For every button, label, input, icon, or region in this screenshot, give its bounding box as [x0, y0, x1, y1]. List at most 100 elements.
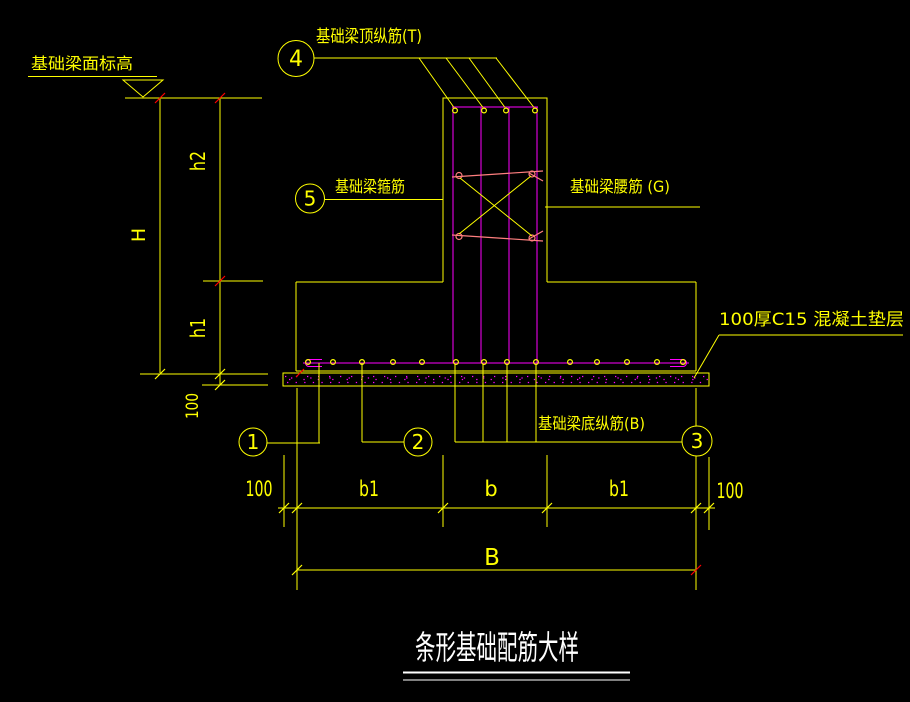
bubble-2 — [403, 427, 433, 457]
drawing-title-block: 条形基础配筋大样 — [403, 628, 630, 681]
drawing-title: 条形基础配筋大样 — [415, 628, 579, 667]
stirrup-label: 基础梁箍筋 — [335, 177, 405, 196]
bottom-bar-dot — [593, 359, 600, 366]
rebar-magenta — [303, 106, 689, 367]
dim-tick — [437, 502, 449, 514]
bubble-4 — [277, 40, 315, 77]
elevation-mark: 基础梁面标高 — [28, 54, 165, 98]
dim-b: b — [484, 477, 497, 501]
bottom-dim-ticks — [278, 502, 715, 576]
dim-cushion-100: 100 — [183, 393, 203, 419]
cross-bracing — [458, 175, 533, 237]
brace-diagonal — [458, 175, 532, 235]
axis-leaders — [267, 363, 404, 444]
dim-tick-red — [214, 275, 226, 287]
bubble-3 — [681, 425, 713, 457]
top-bar-dot — [503, 107, 510, 114]
callout-waist-bars: 基础梁腰筋 (G) — [545, 177, 700, 208]
axis-bubbles: 1 2 3 — [238, 425, 713, 457]
bubble-3-number: 3 — [691, 429, 704, 453]
leader-diagonal — [468, 57, 506, 108]
callout-4-leaders — [314, 57, 535, 108]
dim-tick — [154, 368, 166, 380]
top-bar-dot — [531, 107, 538, 114]
dim-h2: h2 — [186, 151, 210, 171]
bottom-bar-dot — [481, 359, 488, 366]
callout-bottom-bars: 基础梁底纵筋(B) — [454, 364, 682, 443]
dim-100-left: 100 — [246, 477, 273, 501]
elevation-label: 基础梁面标高 — [31, 54, 133, 73]
leader-diagonal — [693, 334, 720, 379]
bubble-1-number: 1 — [247, 430, 260, 454]
dim-b1-left: b1 — [359, 477, 379, 501]
waist-hook — [528, 170, 536, 178]
waist-hook — [455, 232, 463, 241]
bubble-2-number: 2 — [412, 430, 425, 454]
brace-diagonal — [459, 177, 533, 237]
dim-tick-red — [154, 92, 166, 104]
waist-hook-tail — [528, 230, 544, 240]
bottom-bar-dot — [566, 359, 573, 366]
dim-tick — [541, 502, 553, 514]
top-bar-dot — [481, 107, 488, 114]
waist-hook — [455, 171, 463, 180]
dim-tick — [291, 564, 303, 576]
bubble-1 — [238, 427, 268, 457]
waist-bar-top — [451, 170, 544, 178]
leader-diagonal — [418, 57, 455, 108]
left-dim-texts: H h2 h1 100 — [128, 151, 210, 419]
waist-hook-tail — [528, 172, 544, 182]
concrete-outline — [282, 97, 710, 387]
dim-H: H — [128, 228, 150, 242]
top-bar-dot — [452, 107, 459, 114]
left-dim-ticks — [154, 92, 305, 391]
dim-b1-right: b1 — [609, 477, 629, 501]
rebar-dots — [305, 107, 686, 366]
top-bars-label: 基础梁顶纵筋(T) — [316, 27, 422, 47]
bottom-bar-dot — [532, 359, 539, 366]
bottom-bar-dot — [390, 359, 397, 366]
bottom-bar-dot — [679, 359, 686, 366]
beam-stem-outline — [442, 97, 548, 282]
bottom-bar-dot — [419, 359, 426, 366]
dim-tick — [214, 379, 226, 391]
callout-top-bars: 基础梁顶纵筋(T) 4 — [277, 27, 535, 108]
dim-tick — [278, 502, 290, 514]
cushion-hatch — [285, 375, 708, 384]
leader-diagonal — [445, 57, 484, 108]
cushion-label: 100厚C15 混凝土垫层 — [719, 310, 904, 330]
waist-bar-bottom — [451, 234, 544, 242]
left-dim-lines — [125, 97, 268, 386]
bottom-bar-dot — [653, 359, 660, 366]
bottom-bars-label: 基础梁底纵筋(B) — [538, 414, 645, 433]
bottom-bar-dot — [305, 359, 312, 366]
bottom-dim-lines — [278, 388, 715, 590]
waist-label: 基础梁腰筋 (G) — [570, 177, 670, 196]
bubble-4-number: 4 — [289, 47, 303, 72]
bottom-dim-texts: 100 b1 b b1 100 B — [246, 477, 744, 571]
bottom-bar-dot — [453, 359, 460, 366]
dim-tick — [291, 502, 303, 514]
dim-h1: h1 — [186, 318, 210, 338]
dim-tick-red — [295, 368, 305, 378]
callout-stirrup: 基础梁箍筋 5 — [295, 177, 443, 214]
waist-hook — [528, 234, 536, 242]
dim-tick — [214, 368, 226, 380]
dim-tick — [690, 502, 702, 514]
bottom-bar-leaders — [454, 364, 682, 443]
waist-bars — [451, 170, 544, 242]
elevation-triangle-icon — [121, 79, 165, 98]
callout-cushion: 100厚C15 混凝土垫层 — [693, 310, 904, 379]
bubble-5-number: 5 — [304, 187, 317, 211]
cushion-layer-outline — [282, 372, 710, 387]
bottom-bar-dot — [623, 359, 630, 366]
bubble-5 — [295, 183, 325, 214]
bottom-bar-dot — [330, 359, 337, 366]
dim-100-right: 100 — [717, 479, 744, 503]
dim-B-total: B — [484, 545, 500, 571]
leader-diagonal — [495, 57, 535, 108]
dim-tick — [703, 502, 715, 514]
dim-tick-red — [690, 564, 702, 576]
